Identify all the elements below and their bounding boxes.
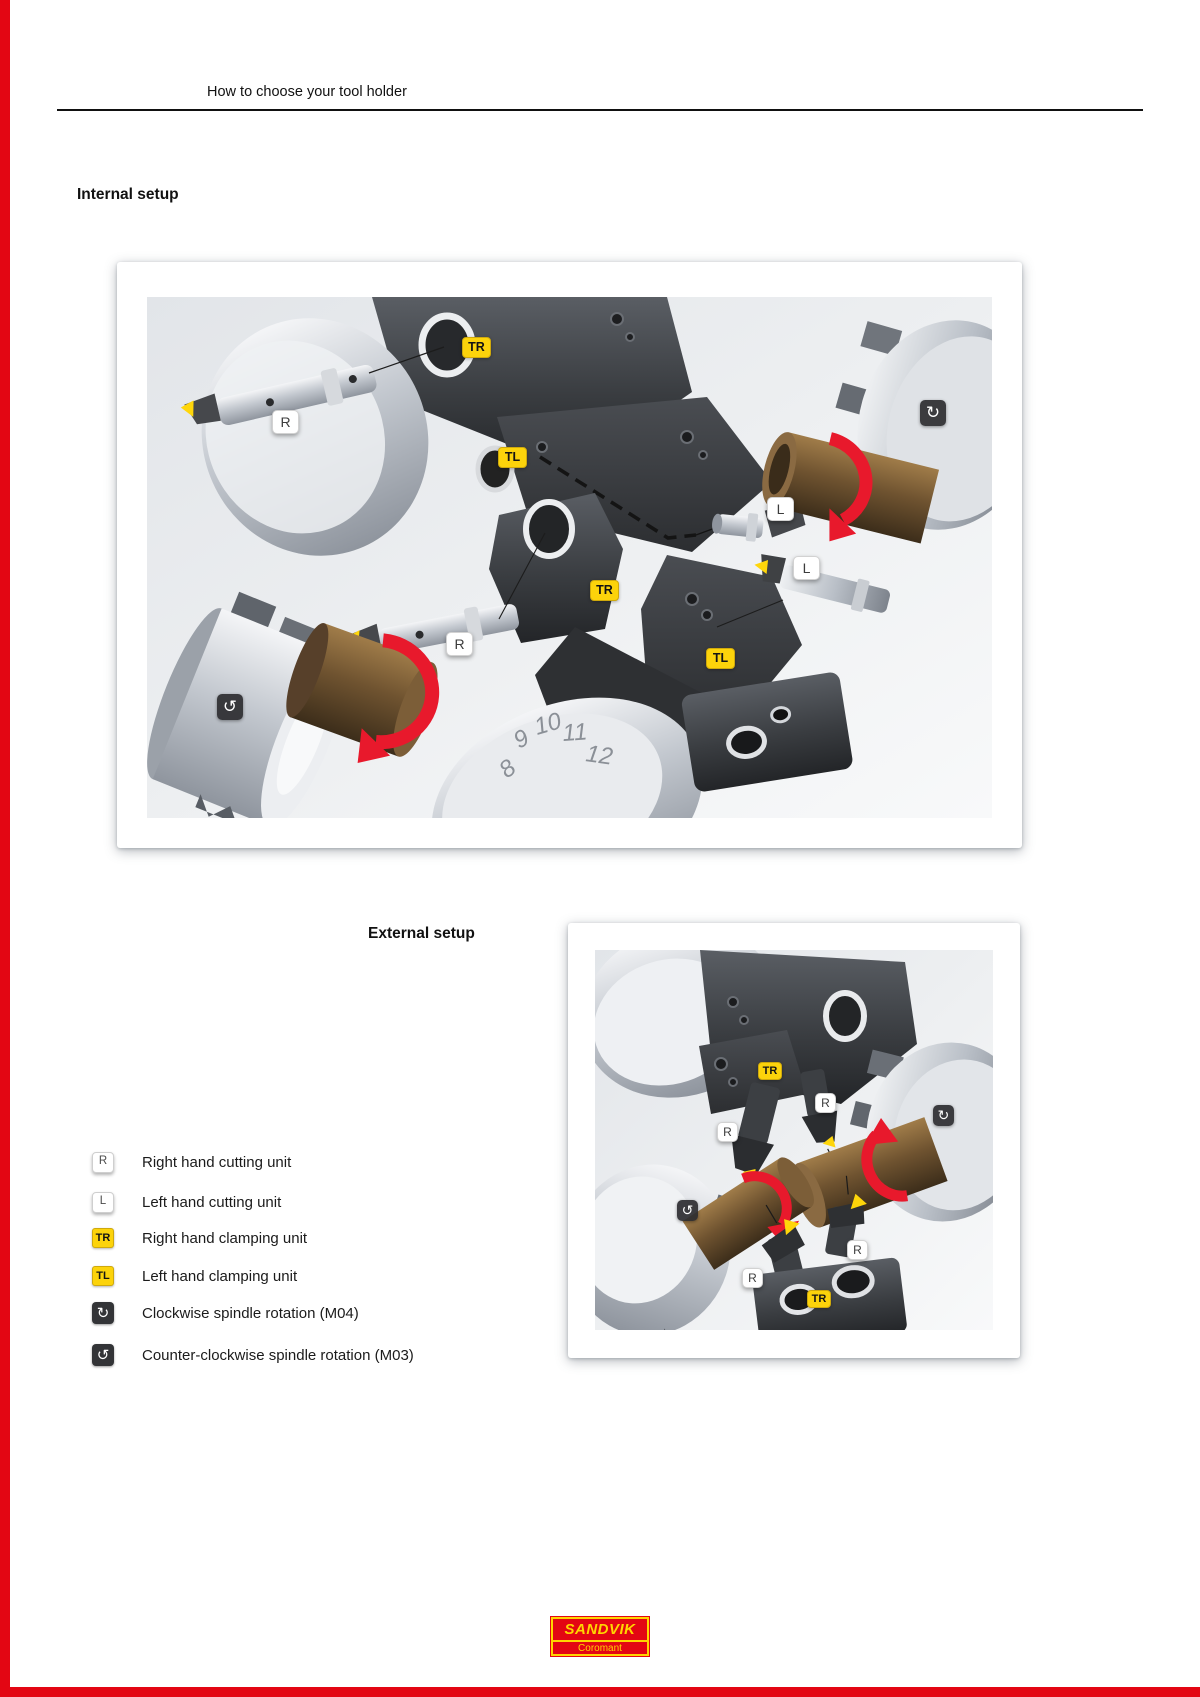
- badge-tr: TR: [758, 1062, 782, 1080]
- badge-r: R: [272, 410, 299, 434]
- legend-item: R Right hand cutting unit: [92, 1150, 291, 1174]
- legend-badge-tl: TL: [92, 1266, 114, 1286]
- legend-item: ↺ Counter-clockwise spindle rotation (M0…: [92, 1343, 414, 1367]
- external-setup-heading: External setup: [368, 925, 475, 942]
- legend-label: Right hand clamping unit: [142, 1229, 308, 1247]
- badge-r: R: [742, 1268, 763, 1288]
- turret-number: 12: [584, 740, 614, 770]
- legend-item: L Left hand cutting unit: [92, 1190, 281, 1214]
- logo-division-text: Coromant: [578, 1642, 622, 1654]
- external-setup-illustration: [595, 950, 993, 1330]
- legend-badge-r: R: [92, 1151, 114, 1173]
- badge-l: L: [793, 556, 820, 580]
- rotation-arrow-red: [741, 1171, 792, 1227]
- badge-tl: TL: [706, 648, 735, 669]
- logo-divider: [553, 1640, 647, 1642]
- header-rule: [57, 109, 1143, 111]
- legend-item: TL Left hand clamping unit: [92, 1264, 297, 1288]
- centerline: [498, 532, 546, 620]
- internal-setup-heading: Internal setup: [77, 186, 179, 203]
- centerline: [716, 599, 784, 628]
- turret-index-disc: [431, 697, 703, 818]
- legend-label: Counter-clockwise spindle rotation (M03): [142, 1346, 414, 1364]
- internal-setup-illustration: 8 9 10 11 12: [147, 297, 992, 818]
- badge-r: R: [446, 632, 473, 656]
- badge-tr: TR: [590, 580, 619, 601]
- legend-label: Left hand cutting unit: [142, 1193, 282, 1211]
- logo-brand-text: SANDVIK: [564, 1621, 636, 1638]
- badge-clockwise-rotation-icon: ↻: [920, 400, 946, 426]
- turret-number: 11: [562, 718, 589, 747]
- badge-tl: TL: [498, 447, 527, 468]
- badge-counter-clockwise-rotation-icon: ↺: [217, 694, 243, 720]
- legend-badge-tr: TR: [92, 1228, 114, 1248]
- workpiece-lower-left: [286, 622, 440, 763]
- badge-r: R: [815, 1093, 836, 1113]
- bottom-accent-bar: [0, 1687, 1200, 1697]
- badge-r: R: [717, 1122, 738, 1142]
- page-header: How to choose your tool holder: [207, 84, 407, 100]
- badge-tr: TR: [462, 337, 491, 358]
- workpiece-right: [762, 432, 940, 544]
- sandvik-coromant-logo: SANDVIK Coromant: [551, 1617, 649, 1656]
- legend-label: Left hand clamping unit: [142, 1267, 298, 1285]
- top-turret: [699, 950, 917, 1114]
- badge-l: L: [767, 497, 794, 521]
- legend-clockwise-rotation-icon: ↻: [92, 1302, 114, 1324]
- legend-label: Right hand cutting unit: [142, 1153, 292, 1171]
- badge-r: R: [847, 1240, 868, 1260]
- external-tool-head: [731, 1082, 780, 1202]
- external-setup-figure: TR R R ↻ ↺ R R TR: [568, 923, 1020, 1358]
- badge-counter-clockwise-rotation-icon: ↺: [677, 1200, 698, 1221]
- centerline: [368, 346, 445, 374]
- legend-item: TR Right hand clamping unit: [92, 1226, 307, 1250]
- legend-label: Clockwise spindle rotation (M04): [142, 1304, 359, 1322]
- internal-setup-figure: 8 9 10 11 12: [117, 262, 1022, 848]
- lower-clamping-block: [681, 672, 853, 792]
- legend-badge-l: L: [92, 1191, 114, 1213]
- dashed-connection-line: [539, 455, 697, 540]
- legend-counter-clockwise-rotation-icon: ↺: [92, 1344, 114, 1366]
- rotation-arrow-red: [375, 633, 440, 750]
- badge-clockwise-rotation-icon: ↻: [933, 1105, 954, 1126]
- badge-tr: TR: [807, 1290, 831, 1308]
- left-accent-bar: [0, 0, 10, 1697]
- internal-boring-bar-right: [180, 364, 377, 426]
- rotation-arrow-red: [828, 432, 873, 526]
- legend-item: ↻ Clockwise spindle rotation (M04): [92, 1301, 359, 1325]
